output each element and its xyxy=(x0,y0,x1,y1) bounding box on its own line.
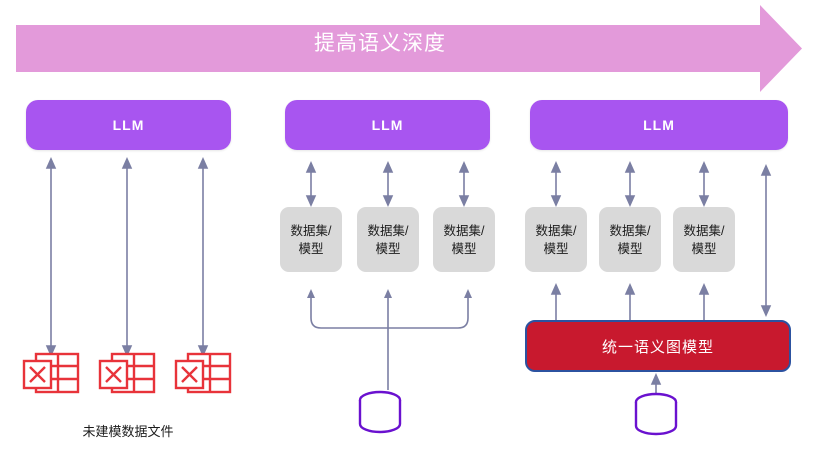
semantic-depth-arrow xyxy=(0,0,817,97)
dataset-label-line1: 数据集/ xyxy=(290,223,332,238)
dataset-label-line1: 数据集/ xyxy=(367,223,409,238)
arrowhead-down xyxy=(760,305,772,317)
arrowhead-down xyxy=(305,195,317,207)
arrowhead-up xyxy=(464,289,472,298)
connectors-column-1 xyxy=(0,150,260,370)
excel-file-icon-3 xyxy=(174,352,232,401)
arrowhead-up xyxy=(760,164,772,176)
unified-model-label: 统一语义图模型 xyxy=(601,338,714,356)
unified-semantic-graph-model-box[interactable]: 统一语义图模型 xyxy=(525,320,791,372)
arrowhead-up xyxy=(458,161,470,173)
arrowhead-down xyxy=(382,195,394,207)
dataset-label-line2: 模型 xyxy=(451,241,477,256)
dataset-box-c2-1[interactable]: 数据集/ 模型 xyxy=(280,207,342,272)
arrowhead-up xyxy=(550,161,562,173)
dataset-box-c3-2[interactable]: 数据集/ 模型 xyxy=(599,207,661,272)
arrow-shape xyxy=(16,5,802,92)
branch-path-left xyxy=(310,296,469,329)
arrowhead-up xyxy=(307,289,315,298)
db-body xyxy=(358,400,402,434)
arrowhead-up xyxy=(305,161,317,173)
arrowhead-down xyxy=(121,345,133,357)
dataset-label-line1: 数据集/ xyxy=(683,223,725,238)
dataset-label-line2: 模型 xyxy=(617,241,643,256)
x-stroke xyxy=(29,366,46,383)
database-icon-column-2 xyxy=(356,388,406,443)
arrowhead-up xyxy=(698,161,710,173)
llm-box-column-2[interactable]: LLM xyxy=(285,100,490,150)
database-icon-column-3 xyxy=(632,390,682,445)
x-stroke xyxy=(181,366,198,383)
arrowhead-up xyxy=(650,373,662,385)
arrowhead-up xyxy=(45,157,57,169)
arrowhead-down xyxy=(197,345,209,357)
arrowhead-up xyxy=(382,161,394,173)
llm-label: LLM xyxy=(371,117,404,133)
x-stroke xyxy=(105,366,122,383)
arrow-title: 提高语义深度 xyxy=(314,32,446,55)
arrowhead-up xyxy=(384,289,392,298)
excel-file-icon-2 xyxy=(98,352,156,401)
connectors-column-3-mid xyxy=(505,278,805,327)
dataset-box-c2-2[interactable]: 数据集/ 模型 xyxy=(357,207,419,272)
dataset-label-line1: 数据集/ xyxy=(609,223,651,238)
dataset-box-c3-1[interactable]: 数据集/ 模型 xyxy=(525,207,587,272)
arrowhead-up xyxy=(550,283,562,295)
unmodeled-files-caption: 未建模数据文件 xyxy=(82,424,174,439)
arrowhead-down xyxy=(624,195,636,207)
arrowhead-down xyxy=(45,345,57,357)
dataset-box-c3-3[interactable]: 数据集/ 模型 xyxy=(673,207,735,272)
dataset-box-c2-3[interactable]: 数据集/ 模型 xyxy=(433,207,495,272)
dataset-label-line2: 模型 xyxy=(691,241,717,256)
connectors-column-3-top xyxy=(505,160,805,215)
arrowhead-down xyxy=(458,195,470,207)
arrowhead-up xyxy=(624,283,636,295)
dataset-label-line1: 数据集/ xyxy=(535,223,577,238)
llm-label: LLM xyxy=(643,117,675,133)
excel-file-icon-1 xyxy=(22,352,80,401)
llm-box-column-3[interactable]: LLM xyxy=(530,100,788,150)
db-body xyxy=(634,402,678,436)
dataset-label-line2: 模型 xyxy=(375,241,401,256)
llm-label: LLM xyxy=(112,117,145,133)
arrowhead-down xyxy=(550,195,562,207)
dataset-label-line2: 模型 xyxy=(543,241,569,256)
llm-box-column-1[interactable]: LLM xyxy=(26,100,231,150)
arrowhead-up xyxy=(624,161,636,173)
arrowhead-up xyxy=(121,157,133,169)
connectors-column-2-top xyxy=(260,160,510,215)
arrowhead-up xyxy=(197,157,209,169)
connector-branch-column-2 xyxy=(260,280,510,400)
connector-llm-to-unified-model xyxy=(740,158,800,328)
arrowhead-up xyxy=(698,283,710,295)
dataset-label-line2: 模型 xyxy=(298,241,324,256)
arrowhead-down xyxy=(698,195,710,207)
dataset-label-line1: 数据集/ xyxy=(443,223,485,238)
